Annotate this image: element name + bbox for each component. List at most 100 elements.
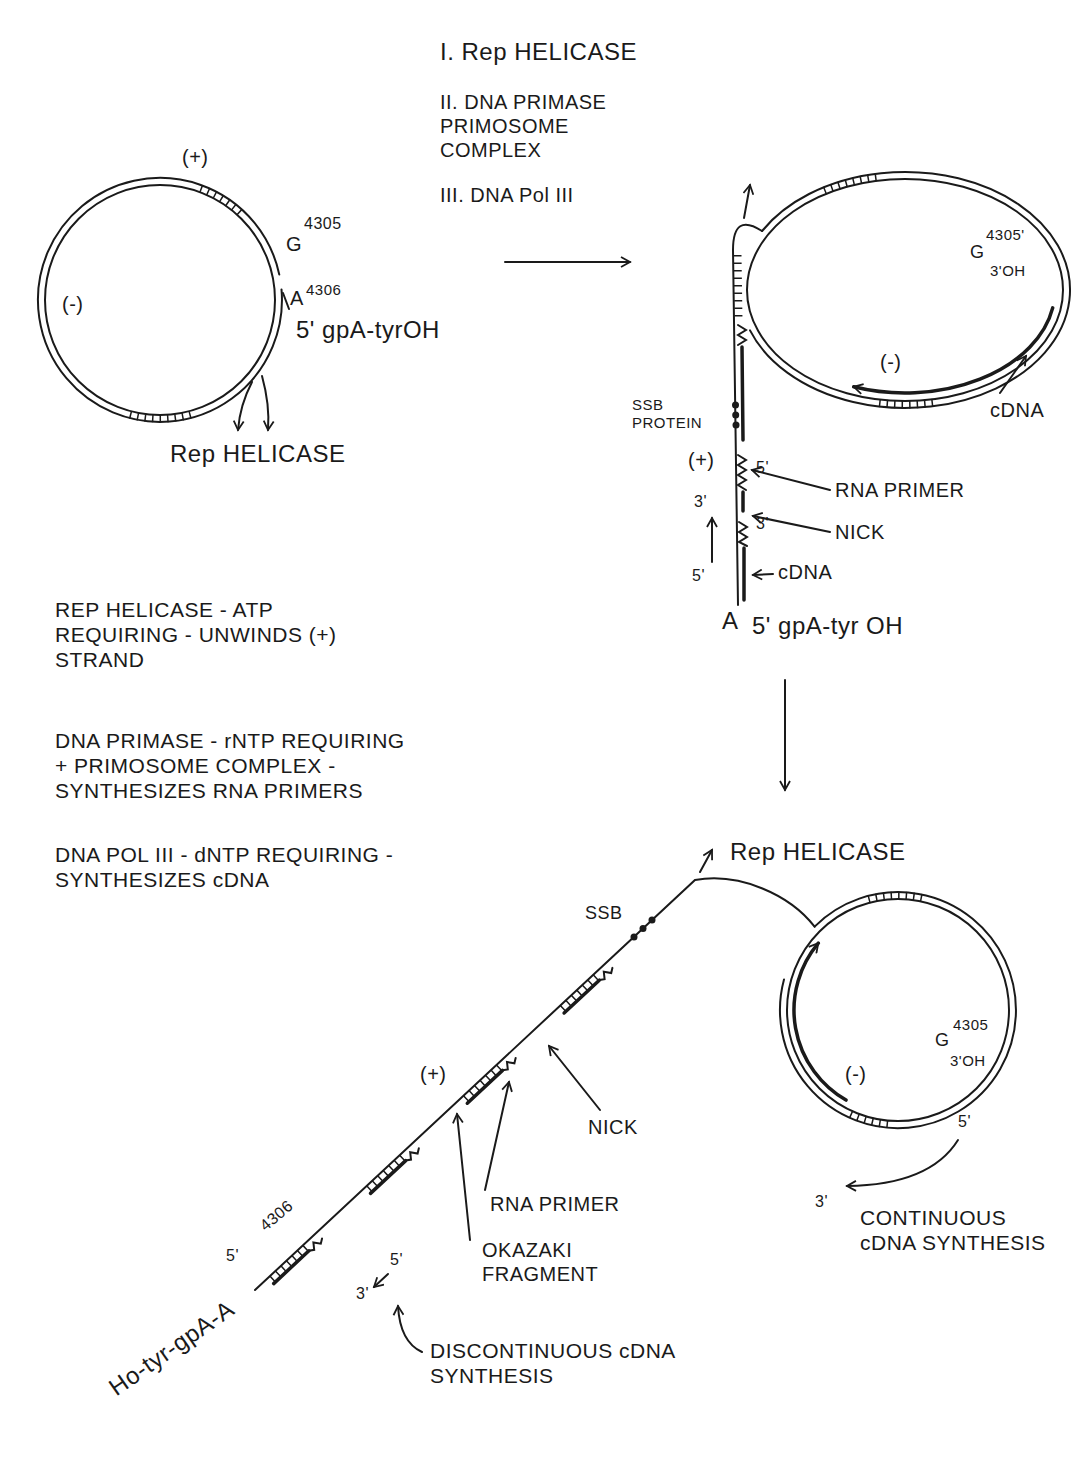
cdna-segment xyxy=(741,492,745,511)
leader-arrow xyxy=(485,1082,509,1190)
note-text: REP HELICASE - ATP REQUIRING - UNWINDS (… xyxy=(55,597,365,673)
process-label: DISCONTINUOUS cDNA SYNTHESIS xyxy=(430,1338,730,1388)
step-heading: III. DNA Pol III xyxy=(440,183,574,207)
cdna-segment xyxy=(742,347,743,440)
protein-label: SSB PROTEIN xyxy=(632,396,724,432)
base-pair-hatch xyxy=(465,1067,500,1100)
note-text: DNA POL III - dNTP REQUIRING - SYNTHESIZ… xyxy=(55,842,415,892)
strand-sign: (+) xyxy=(688,448,715,472)
position-number: 4306 xyxy=(256,1196,297,1235)
position-number: 4305 xyxy=(304,214,342,233)
fragment-label: OKAZAKI FRAGMENT xyxy=(482,1238,652,1286)
step-heading: II. DNA PRIMASE PRIMOSOME COMPLEX xyxy=(440,90,660,162)
nucleotide-label: G xyxy=(286,232,302,256)
leader-arrow xyxy=(457,1114,470,1240)
end-label: 3'OH xyxy=(950,1052,986,1070)
end-label: 3' xyxy=(694,492,707,511)
circle-strand xyxy=(780,892,1016,1128)
primer-label: RNA PRIMER xyxy=(490,1192,619,1216)
end-label: 5' xyxy=(390,1250,403,1269)
stage-arrow xyxy=(784,680,786,790)
enzyme-label: Rep HELICASE xyxy=(170,440,345,469)
ssb-dot xyxy=(640,925,647,932)
nick-label: NICK xyxy=(835,520,885,544)
end-label: 5' xyxy=(692,566,705,585)
end-label: Ho-tyr-gpA-A xyxy=(104,1294,240,1401)
end-label: 5' xyxy=(756,458,769,477)
end-label: 3' xyxy=(756,514,769,533)
end-label: 3'OH xyxy=(990,262,1026,280)
cdna-arc xyxy=(854,308,1053,393)
rna-primer-zigzag xyxy=(599,968,612,980)
process-label: CONTINUOUS cDNA SYNTHESIS xyxy=(860,1205,1060,1255)
strand-sign: (+) xyxy=(420,1062,447,1086)
enzyme-label: Rep HELICASE xyxy=(730,838,905,867)
base-pair-hatch xyxy=(738,255,739,320)
rna-primer-zigzag xyxy=(503,1058,516,1070)
strand-label: cDNA xyxy=(778,560,832,584)
cdna-arc xyxy=(794,943,846,1100)
base-pair-hatch xyxy=(850,1114,888,1124)
strand-label: cDNA xyxy=(990,398,1044,422)
base-pair-hatch xyxy=(868,896,927,900)
ssb-dot xyxy=(631,934,638,941)
rna-primer-zigzag xyxy=(739,522,747,546)
base-pair-hatch xyxy=(877,403,933,405)
position-number: 4305' xyxy=(986,226,1025,244)
nick-tick xyxy=(283,293,289,309)
nucleotide-label: A xyxy=(290,286,304,310)
okazaki-fragment xyxy=(274,1251,309,1284)
ssb-dot xyxy=(732,412,739,419)
plus-strand xyxy=(38,178,282,422)
nucleotide-label: G xyxy=(970,242,985,264)
minus-strand xyxy=(787,899,1009,1121)
primer-label: RNA PRIMER xyxy=(835,478,964,502)
helicase-arrow xyxy=(238,382,252,430)
position-number: 4305 xyxy=(953,1016,988,1034)
leader-arrow xyxy=(549,1046,600,1110)
leader-arrow xyxy=(753,574,773,575)
direction-arrow xyxy=(711,518,713,562)
strand-sign: (+) xyxy=(182,145,209,169)
base-pair-hatch xyxy=(201,189,244,217)
base-pair-hatch xyxy=(561,977,596,1010)
base-pair-hatch xyxy=(129,415,190,419)
rna-primer-zigzag xyxy=(406,1148,419,1160)
minus-strand xyxy=(747,179,1063,401)
end-label: 5' xyxy=(226,1246,239,1265)
direction-arrow xyxy=(847,1140,958,1186)
note-text: DNA PRIMASE - rNTP REQUIRING + PRIMOSOME… xyxy=(55,728,405,804)
rna-primer-zigzag xyxy=(738,325,746,345)
strand-sign: (-) xyxy=(880,350,901,374)
base-pair-hatch xyxy=(824,177,877,191)
displaced-plus-strand xyxy=(733,225,762,605)
helicase-arrow xyxy=(744,185,750,218)
end-label: 5' xyxy=(958,1112,971,1131)
nick-label: NICK xyxy=(588,1115,638,1139)
end-label: 5' gpA-tyr OH xyxy=(752,612,903,641)
nucleotide-label: A xyxy=(722,607,739,636)
minus-strand xyxy=(45,185,275,415)
ssb-dot xyxy=(733,422,740,429)
strand-sign: (-) xyxy=(62,292,83,316)
rna-primer-zigzag xyxy=(738,455,746,490)
displaced-plus-strand xyxy=(255,878,815,1290)
end-label: 3' xyxy=(815,1192,828,1211)
ssb-dot xyxy=(649,917,656,924)
rna-primer-zigzag xyxy=(309,1238,322,1250)
stage-arrow xyxy=(505,261,630,263)
base-pair-hatch xyxy=(271,1248,306,1281)
base-pair-hatch xyxy=(368,1158,403,1191)
helicase-arrow xyxy=(700,850,712,872)
ssb-dot xyxy=(732,402,739,409)
end-label: 5' gpA-tyrOH xyxy=(296,316,440,345)
okazaki-fragment xyxy=(564,980,599,1013)
leader-arrow xyxy=(398,1306,422,1352)
nucleotide-label: G xyxy=(935,1030,950,1052)
okazaki-fragment xyxy=(467,1070,502,1103)
okazaki-fragment xyxy=(371,1161,406,1194)
position-number: 4306 xyxy=(306,281,341,299)
leader-arrow xyxy=(1000,356,1026,393)
